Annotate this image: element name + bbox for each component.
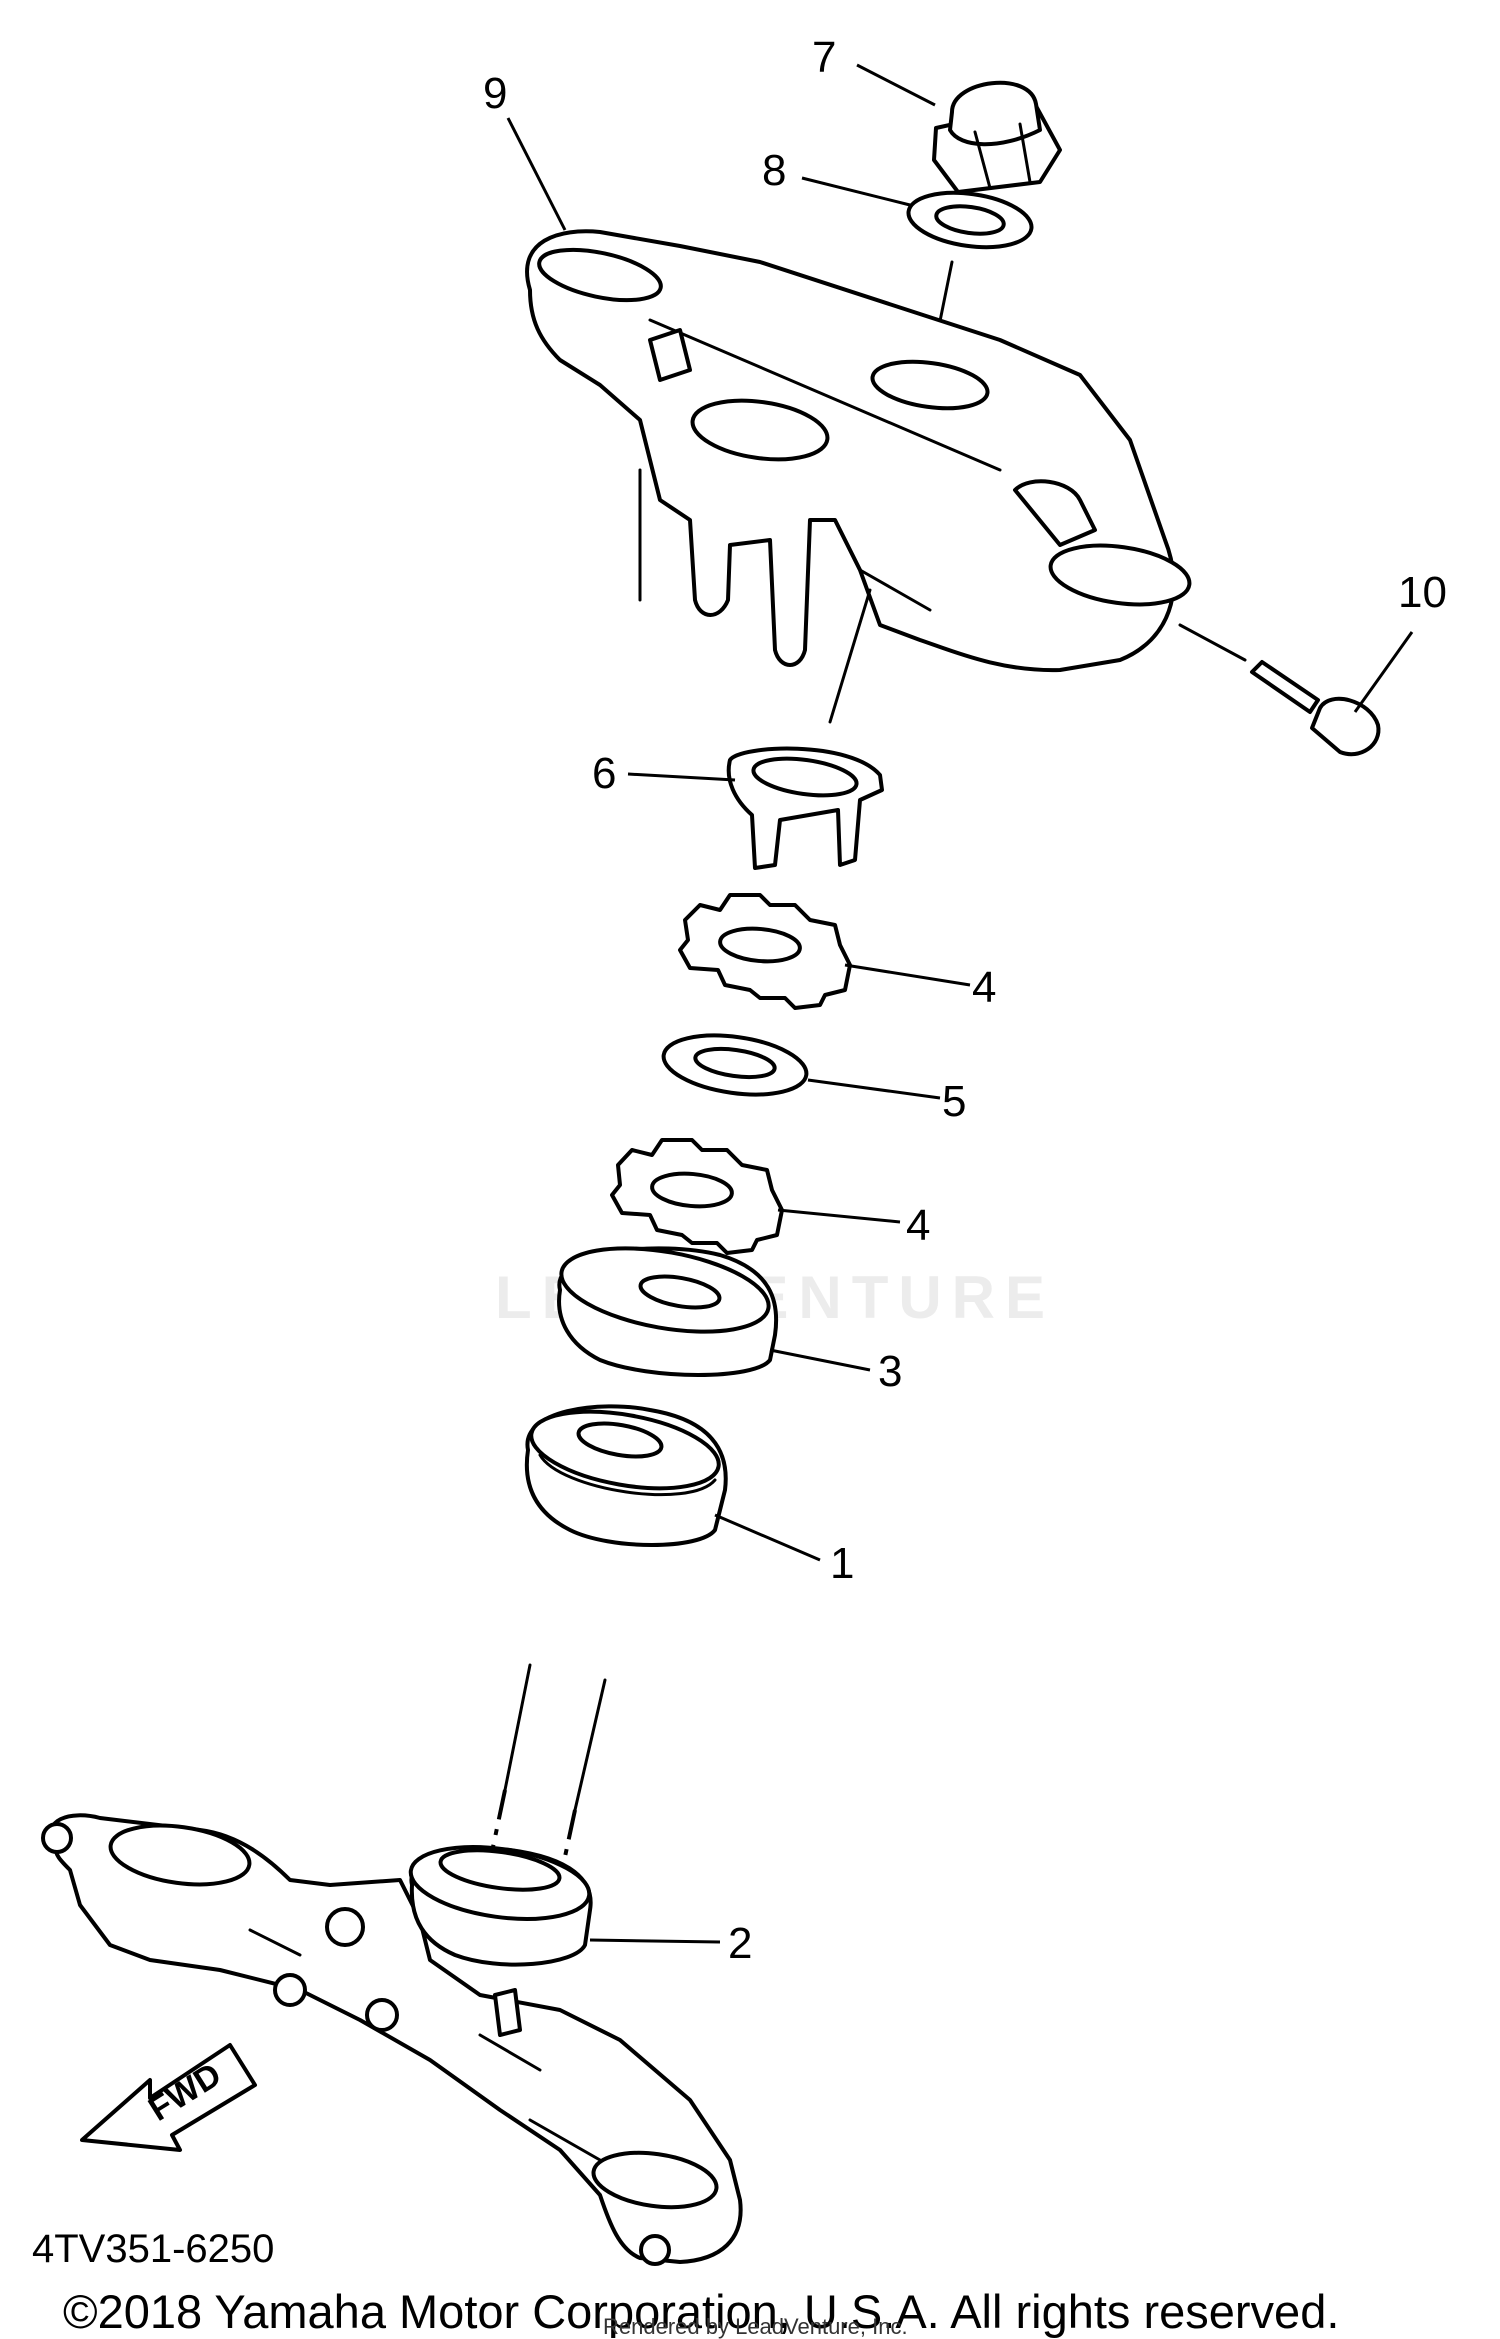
part-10-bolt: [1250, 660, 1381, 757]
assembly-line-10: [1178, 623, 1247, 662]
callout-leaders: [506, 63, 1414, 1944]
part-6-lock-washer: [726, 746, 884, 870]
callout-1: 1: [830, 1539, 854, 1588]
part-8-washer: [906, 190, 1034, 250]
callout-5: 5: [942, 1077, 966, 1126]
stem-shaft-left: [503, 1663, 532, 1792]
callout-6: 6: [592, 749, 616, 798]
callout-7: 7: [812, 33, 836, 82]
part-3-bearing-race: [557, 1246, 779, 1377]
rendered-by-credit: Rendered by LeadVenture, Inc.: [603, 2314, 908, 2339]
callout-4-upper: 4: [972, 963, 996, 1012]
callout-4-lower: 4: [906, 1201, 930, 1250]
callout-8: 8: [762, 146, 786, 195]
callout-10: 10: [1398, 568, 1447, 617]
callout-2: 2: [728, 1919, 752, 1968]
callout-3: 3: [878, 1347, 902, 1396]
assembly-line-6: [828, 588, 872, 724]
part-7-cap-nut: [932, 80, 1062, 194]
copyright-notice: ©2018 Yamaha Motor Corporation, U.S.A. A…: [63, 2285, 1339, 2338]
part-code: 4TV351-6250: [32, 2227, 274, 2271]
callout-9: 9: [483, 69, 507, 118]
part-5-washer: [661, 1033, 809, 1097]
part-4-ring-nut-upper: [678, 893, 852, 1010]
fwd-arrow-icon: FWD: [80, 2043, 257, 2152]
part-2-lower-bearing: [408, 1845, 593, 1967]
part-1-bearing: [524, 1404, 728, 1547]
stem-shaft-right: [573, 1678, 607, 1812]
part-4-ring-nut-lower: [610, 1138, 784, 1255]
part-9-upper-bracket: [525, 229, 1192, 673]
lower-bracket: [41, 1813, 743, 2266]
